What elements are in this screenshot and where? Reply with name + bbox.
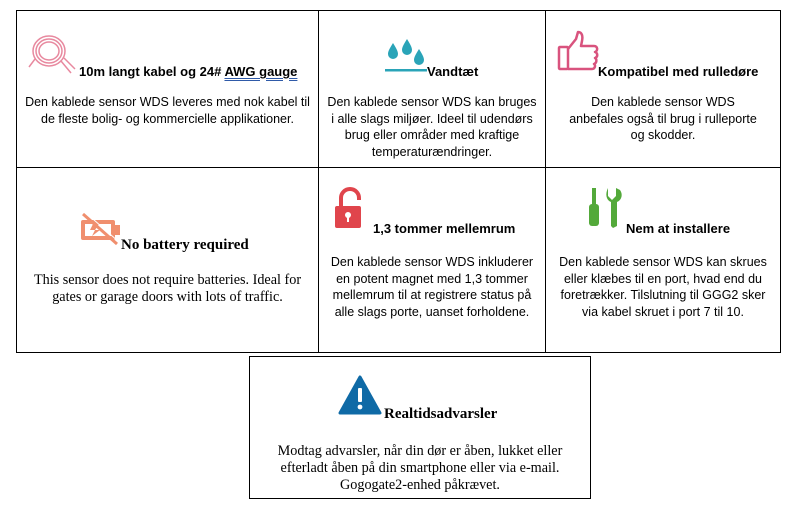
feature-description: Den kablede sensor WDS anbefales også ti… xyxy=(569,95,757,143)
feature-title: Vandtæt xyxy=(427,64,479,79)
thumbs-up-icon xyxy=(556,29,600,73)
feature-description: Den kablede sensor WDS kan bruges i alle… xyxy=(327,95,537,159)
warning-icon xyxy=(338,375,382,415)
feature-description: This sensor does not require batteries. … xyxy=(33,272,302,306)
feature-title: 1,3 tommer mellemrum xyxy=(373,221,516,236)
open-lock-icon xyxy=(333,186,373,230)
feature-title: 10m langt kabel og 24# AWG gauge xyxy=(79,64,298,79)
feature-description: Den kablede sensor WDS leveres med nok k… xyxy=(25,95,310,126)
feature-description: Den kablede sensor WDS kan skrues eller … xyxy=(559,255,767,319)
feature-card-waterproof: Vandtæt Den kablede sensor WDS kan bruge… xyxy=(318,10,546,168)
feature-card-no-battery: No battery required This sensor does not… xyxy=(16,167,319,353)
feature-title: Realtidsadvarsler xyxy=(384,406,498,422)
water-drops-icon xyxy=(383,37,429,73)
tools-icon xyxy=(586,186,626,230)
feature-card-install: Nem at installere Den kablede sensor WDS… xyxy=(545,167,781,353)
feature-title: Kompatibel med rulledøre xyxy=(598,64,759,79)
feature-title: Nem at installere xyxy=(626,221,731,236)
feature-card-alerts: Realtidsadvarsler Modtag advarsler, når … xyxy=(249,356,591,499)
cable-icon xyxy=(27,29,79,77)
no-battery-icon xyxy=(79,212,123,246)
feature-description: Modtag advarsler, når din dør er åben, l… xyxy=(277,443,563,494)
feature-title: No battery required xyxy=(121,237,249,253)
feature-card-roller-doors: Kompatibel med rulledøre Den kablede sen… xyxy=(545,10,781,168)
feature-card-cable: 10m langt kabel og 24# AWG gauge Den kab… xyxy=(16,10,319,168)
feature-description: Den kablede sensor WDS inkluderer en pot… xyxy=(330,255,534,319)
feature-card-gap: 1,3 tommer mellemrum Den kablede sensor … xyxy=(318,167,546,353)
